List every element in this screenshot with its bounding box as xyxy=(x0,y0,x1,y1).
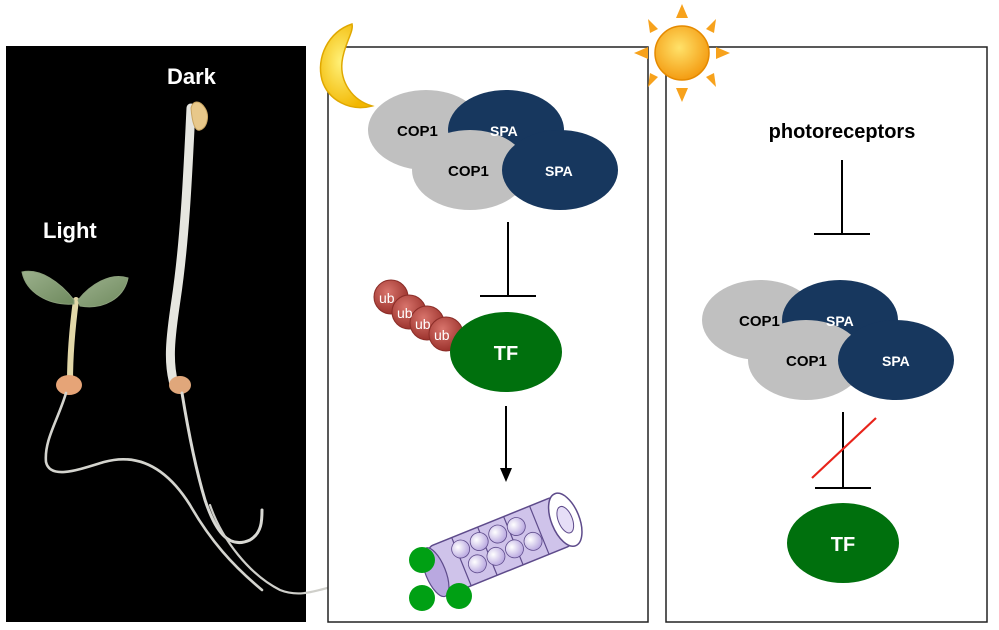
tf-fragment-1 xyxy=(409,547,435,573)
night-cop1-b xyxy=(412,130,528,210)
photoreceptor-inhibition-arrow xyxy=(814,160,870,235)
night-tf xyxy=(450,312,562,392)
night-cop1-spa-complex: COP1 SPA COP1 SPA xyxy=(368,90,618,210)
day-cop1-spa-complex: COP1 SPA COP1 SPA xyxy=(702,280,954,400)
light-cotyledon-right xyxy=(77,276,129,308)
seedling-photo: Dark Light xyxy=(6,46,337,622)
sun-icon xyxy=(634,4,730,102)
tf-fragment-3 xyxy=(446,583,472,609)
light-label: Light xyxy=(43,218,97,243)
ub-label-1: ub xyxy=(379,290,395,306)
day-cop1-b-label: COP1 xyxy=(786,353,827,370)
night-spa-b xyxy=(502,130,618,210)
night-spa-a-label: SPA xyxy=(490,123,518,139)
degradation-arrow xyxy=(500,406,512,482)
night-tf-label: TF xyxy=(494,343,518,365)
photo-background xyxy=(6,46,306,622)
blocked-inhibition-arrow xyxy=(811,412,877,489)
moon-icon xyxy=(319,23,375,109)
night-spa-b-label: SPA xyxy=(545,163,573,179)
dark-label: Dark xyxy=(167,64,217,89)
tf-fragment-2 xyxy=(409,585,435,611)
dark-seedling xyxy=(165,101,337,595)
day-tf xyxy=(787,503,899,583)
ub-label-2: ub xyxy=(397,305,413,321)
day-spa-a-label: SPA xyxy=(826,313,854,329)
night-cop1-b-label: COP1 xyxy=(448,163,489,180)
light-cotyledon-left xyxy=(21,270,75,305)
night-cop1-a-label: COP1 xyxy=(397,123,438,140)
day-cop1-a-label: COP1 xyxy=(739,313,780,330)
day-spa-b-label: SPA xyxy=(882,353,910,369)
photoreceptors-label: photoreceptors xyxy=(769,121,916,143)
day-tf-label: TF xyxy=(831,534,855,556)
ub-label-4: ub xyxy=(434,327,450,343)
red-cross-mark xyxy=(811,417,877,479)
night-inhibition-arrow xyxy=(480,222,536,297)
light-seedling xyxy=(21,270,264,592)
ub-label-3: ub xyxy=(415,316,431,332)
day-spa-b xyxy=(838,320,954,400)
dark-seed xyxy=(169,376,191,394)
light-seed xyxy=(56,375,82,395)
day-cop1-b xyxy=(748,320,864,400)
